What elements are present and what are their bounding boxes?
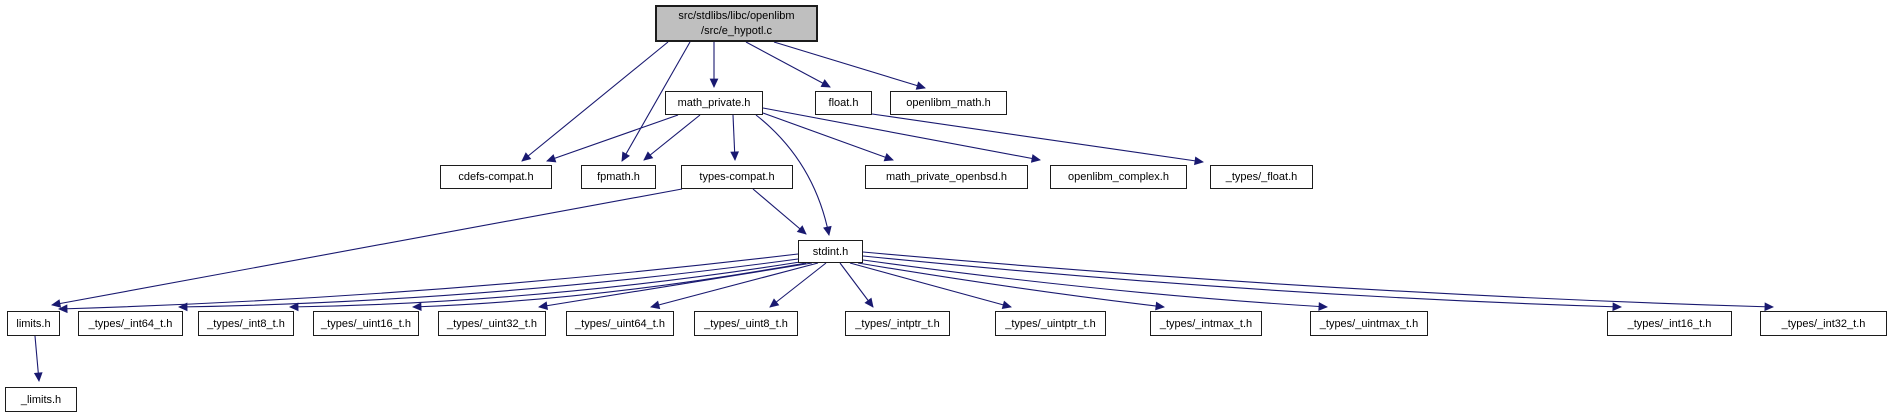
edge-stdint-to-intmax: [857, 262, 1165, 311]
root-label-line1: src/stdlibs/libc/openlibm: [678, 9, 795, 22]
node-openlibm-math-h[interactable]: openlibm_math.h: [890, 91, 1007, 115]
edge-types-compat-to-limits: [51, 188, 683, 308]
edge-stdint-to-uint64: [650, 262, 819, 310]
edge-math-private-to-stdint: [755, 114, 832, 236]
edge-float-to-types-float: [871, 113, 1204, 166]
edge-types-compat-to-stdint: [752, 188, 807, 235]
node-openlibm-complex-h[interactable]: openlibm_complex.h: [1050, 165, 1187, 189]
node-types-uintmax-t-h[interactable]: _types/_uintmax_t.h: [1310, 311, 1428, 336]
node-math-private-h[interactable]: math_private.h: [665, 91, 763, 115]
node-types-int64-t-h[interactable]: _types/_int64_t.h: [78, 311, 183, 336]
edge-limits-to-limits-private: [33, 335, 43, 382]
node-float-h[interactable]: float.h: [815, 91, 872, 115]
edge-math-private-to-math-private-openbsd: [762, 112, 894, 162]
edge-stdint-to-uintptr: [849, 262, 1012, 309]
edge-root-to-float: [745, 41, 831, 88]
node-src-e-hypotl-c[interactable]: src/stdlibs/libc/openlibm /src/e_hypotl.…: [655, 5, 818, 42]
edge-math-private-to-cdefs-compat: [546, 114, 679, 163]
edge-stdint-to-limits: [58, 253, 799, 314]
edge-stdint-to-int32: [862, 251, 1774, 312]
root-label-line2: /src/e_hypotl.c: [701, 24, 772, 37]
edge-stdint-to-uint8: [769, 262, 827, 308]
edge-root-to-cdefs-compat: [521, 41, 669, 162]
edge-math-private-to-openlibm-complex: [762, 107, 1041, 163]
node-types-int32-t-h[interactable]: _types/_int32_t.h: [1760, 311, 1887, 336]
node-types-uint64-t-h[interactable]: _types/_uint64_t.h: [566, 311, 674, 336]
edge-stdint-to-uintmax: [862, 259, 1328, 311]
node-types-uint8-t-h[interactable]: _types/_uint8_t.h: [694, 311, 798, 336]
node-cdefs-compat-h[interactable]: cdefs-compat.h: [440, 165, 552, 189]
node-fpmath-h[interactable]: fpmath.h: [581, 165, 656, 189]
node-types-uintptr-t-h[interactable]: _types/_uintptr_t.h: [995, 311, 1106, 336]
edge-root-to-fpmath: [621, 41, 691, 162]
node-stdint-h[interactable]: stdint.h: [798, 240, 863, 263]
edge-math-private-to-types-compat: [730, 114, 739, 161]
node-types-int16-t-h[interactable]: _types/_int16_t.h: [1607, 311, 1732, 336]
edge-stdint-to-int16: [862, 255, 1622, 312]
edge-stdint-to-int64: [178, 258, 799, 312]
node-types-intptr-t-h[interactable]: _types/_intptr_t.h: [845, 311, 950, 336]
node-types-compat-h[interactable]: types-compat.h: [681, 165, 793, 189]
node-limits-h[interactable]: limits.h: [7, 311, 60, 336]
edge-stdint-to-uint32: [538, 262, 813, 310]
edge-math-private-to-fpmath: [643, 114, 701, 161]
node-types-uint16-t-h[interactable]: _types/_uint16_t.h: [313, 311, 419, 336]
node-types-int8-t-h[interactable]: _types/_int8_t.h: [198, 311, 294, 336]
edge-stdint-to-intptr: [839, 262, 874, 308]
node-limits-private-h[interactable]: _limits.h: [5, 387, 77, 412]
node-types-intmax-t-h[interactable]: _types/_intmax_t.h: [1150, 311, 1262, 336]
node-math-private-openbsd-h[interactable]: math_private_openbsd.h: [865, 165, 1028, 189]
edge-stdint-to-int8: [289, 261, 801, 312]
node-types-uint32-t-h[interactable]: _types/_uint32_t.h: [438, 311, 546, 336]
edge-root-to-openlibm-math: [773, 41, 926, 90]
node-types-float-h[interactable]: _types/_float.h: [1210, 165, 1313, 189]
